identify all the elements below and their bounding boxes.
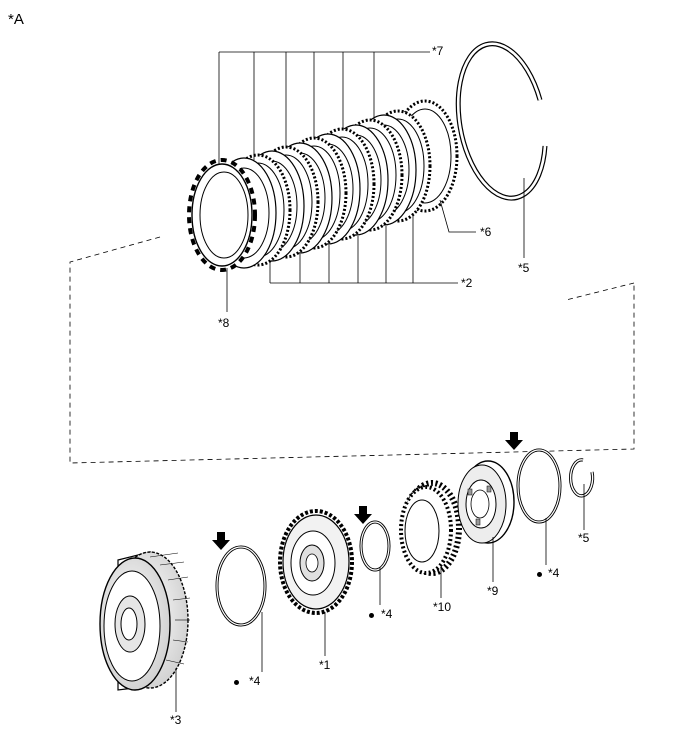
piston-plate: [457, 460, 515, 544]
callout-5-upper: *5: [518, 261, 530, 275]
hub-gear: [278, 509, 354, 615]
small-snap-ring: [569, 458, 595, 498]
o-ring-large: [215, 545, 267, 627]
callout-6: *6: [480, 225, 492, 239]
callout-10: *10: [433, 600, 452, 614]
callout-4-left: *4: [249, 674, 261, 688]
view-label: *A: [8, 11, 24, 28]
callout-5-lower: *5: [578, 531, 590, 545]
callout-2: *2: [461, 276, 473, 290]
large-snap-ring: [455, 41, 548, 201]
bullet-icon: [234, 680, 239, 685]
roller-cage: [399, 480, 462, 576]
o-ring-right: [516, 448, 562, 524]
callout-4-right: *4: [548, 566, 560, 580]
callout-3: *3: [170, 713, 182, 727]
callout-1: *1: [319, 658, 331, 672]
clutch-drum: [99, 551, 191, 691]
dashed-group-outline-link: [565, 282, 635, 301]
o-ring-small: [359, 520, 391, 572]
arrow-icon: [212, 532, 230, 550]
clutch-plate-pack: [187, 99, 459, 272]
bullet-icon: [537, 572, 542, 577]
bullet-icon: [369, 613, 374, 618]
callout-9: *9: [487, 584, 499, 598]
arrow-icon: [505, 432, 523, 450]
apply-arrows: [212, 432, 523, 550]
callout-leaders-lower: [175, 484, 585, 712]
callout-leaders-upper: [218, 51, 525, 312]
callout-4-middle: *4: [381, 607, 393, 621]
front-plate: [187, 158, 257, 272]
callout-8: *8: [218, 316, 230, 330]
arrow-icon: [354, 506, 372, 524]
callout-7: *7: [432, 44, 444, 58]
dashed-group-outline: [69, 236, 635, 464]
